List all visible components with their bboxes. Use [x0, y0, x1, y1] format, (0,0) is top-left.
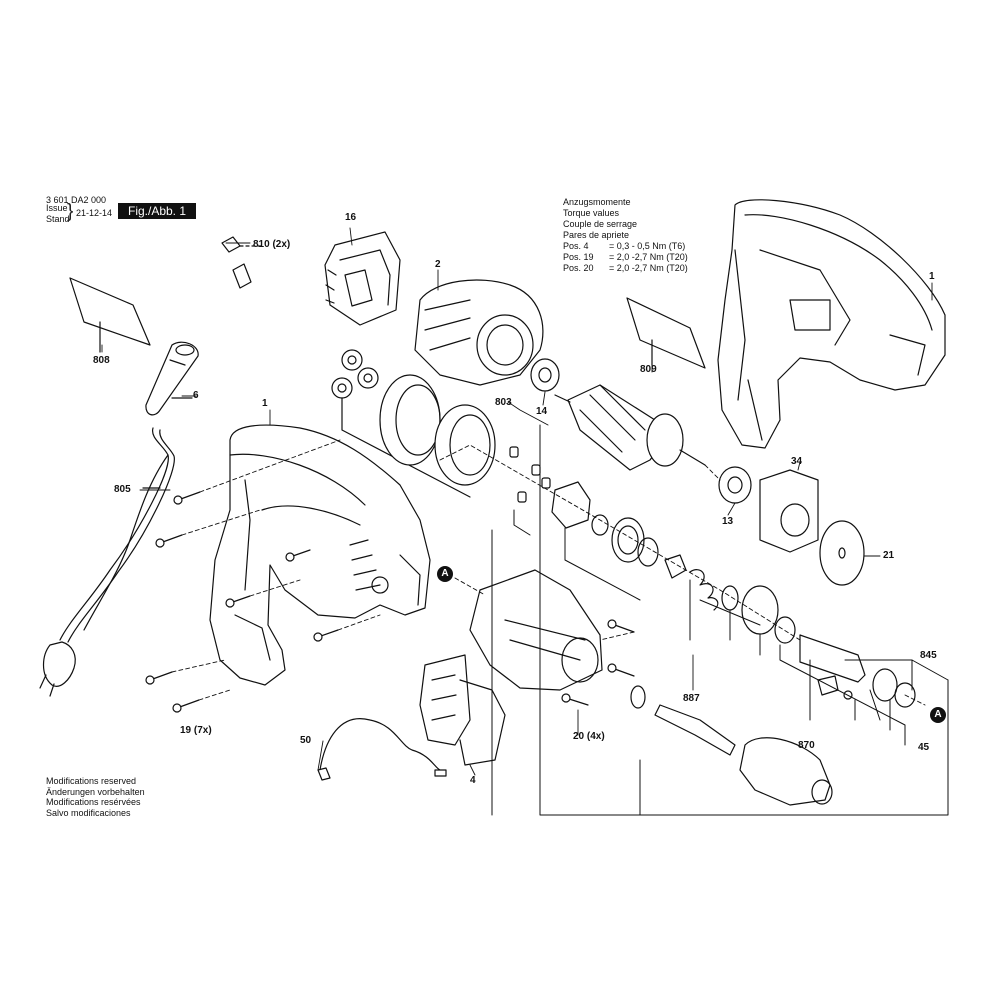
callout-34: 34 [791, 456, 803, 467]
torque-title-es: Pares de apriete [563, 230, 630, 240]
callout-14: 14 [536, 406, 548, 417]
note-line: Salvo modificaciones [46, 807, 131, 818]
torque-value: = 2,0 -2,7 Nm (T20) [609, 263, 688, 273]
callout-20: 20 (4x) [573, 731, 605, 742]
bearing-14 [530, 358, 560, 392]
callout-4: 4 [470, 775, 476, 786]
callout-16: 16 [345, 212, 357, 223]
planet-gears [331, 349, 379, 399]
power-cord-805 [39, 427, 175, 697]
brace-symbol: } [67, 201, 74, 222]
cable-sleeve-6 [145, 341, 199, 416]
figure-label: Fig./Abb. 1 [118, 203, 196, 219]
callout-50: 50 [300, 735, 312, 746]
issue-stand-labels: Issue Stand [46, 203, 70, 225]
note-line: Modifications resérvées [46, 797, 141, 807]
leader-line [341, 397, 471, 498]
gearbox-housing [469, 569, 603, 691]
callout-845: 845 [920, 650, 937, 661]
note-line: Änderungen vorbehalten [46, 786, 145, 797]
assembly-axes [171, 439, 926, 706]
stand-label: Stand [46, 214, 70, 224]
callout-6: 6 [193, 390, 199, 401]
torque-values-block: Anzugsmomente Torque values Couple de se… [563, 197, 688, 274]
torque-title-fr: Couple de serrage [563, 219, 638, 229]
torque-value: = 0,3 - 0,5 Nm (T6) [609, 241, 686, 251]
torque-title-de: Anzugsmomente [563, 197, 631, 207]
callout-45: 45 [918, 742, 930, 753]
torque-row: Pos. 4 = 0,3 - 0,5 Nm (T6) [563, 241, 688, 252]
callout-1-left: 1 [262, 398, 268, 409]
callout-leaders [101, 227, 933, 776]
callout-805: 805 [114, 484, 131, 495]
torque-row: Pos. 20 = 2,0 -2,7 Nm (T20) [563, 263, 688, 274]
stator-2 [414, 279, 544, 386]
carbon-brushes-810 [221, 236, 263, 289]
callout-870: 870 [798, 740, 815, 751]
torque-value: = 2,0 -2,7 Nm (T20) [609, 252, 688, 262]
callout-21: 21 [883, 550, 895, 561]
callout-887: 887 [683, 693, 700, 704]
disc-21 [819, 520, 865, 586]
reference-a-left: A [437, 566, 453, 582]
torque-pos: Pos. 20 [563, 263, 594, 273]
depth-stop-870 [739, 737, 833, 806]
armature-803 [554, 384, 706, 471]
bearing-13 [718, 466, 752, 504]
torque-pos: Pos. 4 [563, 241, 589, 251]
screws-20 [561, 619, 635, 706]
brush-holder-16 [324, 231, 401, 326]
callout-808: 808 [93, 355, 110, 366]
switch-4 [419, 654, 506, 766]
callout-1-right: 1 [929, 271, 935, 282]
callout-809: 809 [640, 364, 657, 375]
issue-label: Issue [46, 203, 68, 213]
gear-ring [434, 404, 496, 486]
callout-13: 13 [722, 516, 734, 527]
torque-pos: Pos. 19 [563, 252, 594, 262]
torque-title-en: Torque values [563, 208, 620, 218]
bearing-plate-34 [759, 469, 819, 553]
reference-a-right: A [930, 707, 946, 723]
bracket-lines [491, 424, 949, 816]
spindle-845 [799, 634, 916, 708]
callout-810: 810 (2x) [253, 239, 291, 250]
bit-holder [654, 704, 736, 756]
modifications-note: Modifications reserved Änderungen vorbeh… [46, 776, 145, 818]
washer-887 [630, 685, 646, 709]
wire-50 [317, 718, 447, 781]
housing-left-1 [209, 424, 431, 686]
document-number: 3 601 DA2 000 [46, 195, 107, 205]
callout-2: 2 [435, 259, 441, 270]
issue-date: 21-12-14 [76, 208, 113, 218]
torque-row: Pos. 19 = 2,0 -2,7 Nm (T20) [563, 252, 688, 263]
screws-19 [145, 491, 339, 713]
housing-right-1 [717, 199, 946, 449]
instruction-sheet-809 [626, 297, 706, 369]
note-line: Modifications reserved [46, 776, 137, 786]
callout-803: 803 [495, 397, 512, 408]
ring-gear [379, 374, 441, 466]
instruction-sheet-808 [69, 277, 151, 353]
callout-19: 19 (7x) [180, 725, 212, 736]
small-pins [509, 446, 551, 503]
